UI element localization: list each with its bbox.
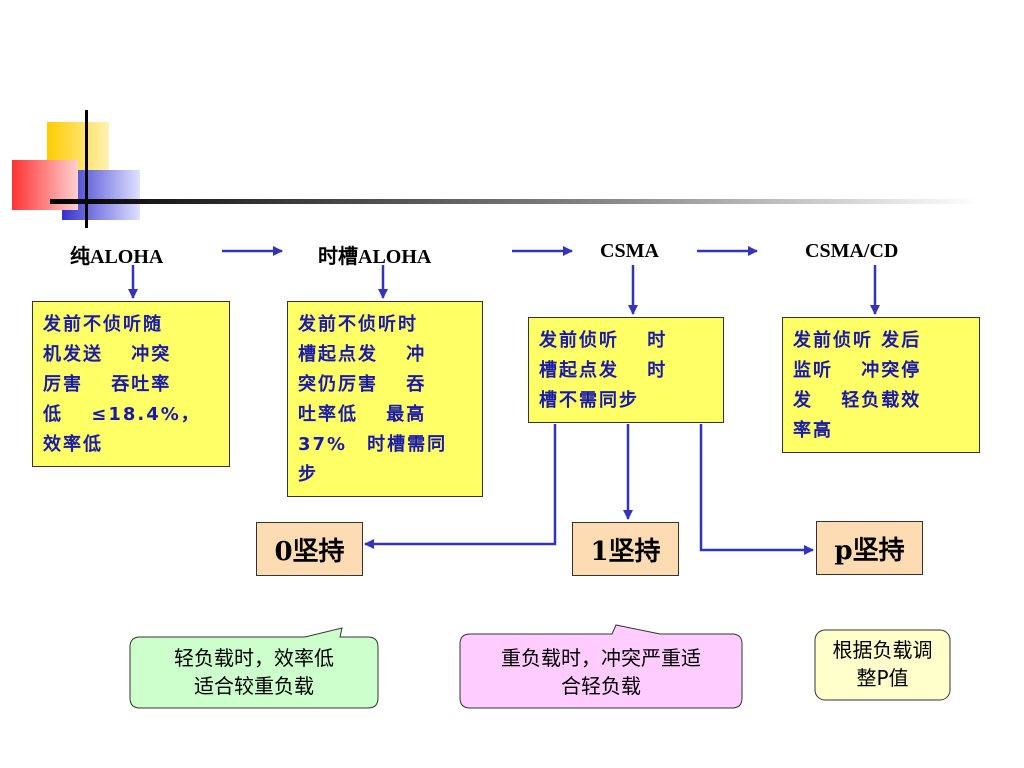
description-line: 低 ≤18.4%， [43,404,201,425]
title-decoration [0,0,1024,240]
note-line: 适合较重负载 [194,674,314,698]
description-line: 突仍厉害 吞 [298,374,427,395]
description-line: 发前侦听 发后 [793,330,922,351]
description-line: 厉害 吞吐率 [43,374,172,395]
header-csma-cd: CSMA/CD [805,240,899,262]
arrow-csma-to-zero [364,424,557,549]
strategy-box-p-persistent: p坚持 [816,521,923,575]
arrow-csma-to-p [699,424,814,555]
note-zero-persistent: 轻负载时，效率低 适合较重负载 [130,644,378,700]
deco-horizontal-line [50,199,980,204]
description-box-csma: 发前侦听 时 槽起点发 时 槽不需同步 [528,317,724,423]
callout-shape-p [814,629,951,701]
description-box-slotted-aloha: 发前不侦听时 槽起点发 冲 突仍厉害 吞 吐率低 最高 37% 时槽需同 步 [287,301,483,497]
description-line: 率高 [793,420,833,441]
note-p-persistent: 根据负载调 整P值 [815,636,950,692]
note-line: 合轻负载 [561,674,641,698]
strategy-box-1-persistent: 1坚持 [572,522,679,576]
description-line: 效率低 [43,434,103,455]
decoration-svg [12,110,980,228]
callout-shape-one [459,624,743,709]
description-line: 发前不侦听时 [298,314,418,335]
description-line: 37% 时槽需同 [298,434,448,455]
note-line: 整P值 [856,666,909,690]
description-box-csma-cd: 发前侦听 发后 监听 冲突停 发 轻负载效 率高 [782,317,980,453]
header-pure-aloha: 纯ALOHA [70,246,164,268]
note-one-persistent: 重负载时，冲突严重适 合轻负载 [460,644,742,700]
description-box-pure-aloha: 发前不侦听随 机发送 冲突 厉害 吞吐率 低 ≤18.4%， 效率低 [32,301,230,467]
header-slotted-aloha: 时槽ALOHA [318,246,432,268]
header-csma: CSMA [600,240,659,262]
description-line: 吐率低 最高 [298,404,427,425]
description-line: 发 轻负载效 [793,390,922,411]
description-line: 发前不侦听随 [43,314,163,335]
strategy-box-0-persistent: 0坚持 [256,522,363,576]
description-line: 槽起点发 冲 [298,344,427,365]
description-line: 步 [298,464,318,485]
description-line: 槽起点发 时 [539,360,668,381]
description-line: 监听 冲突停 [793,360,922,381]
description-line: 发前侦听 时 [539,330,668,351]
callout-shape-zero [129,627,379,709]
note-line: 轻负载时，效率低 [174,646,334,670]
note-line: 根据负载调 [832,638,933,662]
description-line: 槽不需同步 [539,390,639,411]
deco-vertical-line [85,110,88,228]
description-line: 机发送 冲突 [43,344,172,365]
note-line: 重负载时，冲突严重适 [501,646,701,670]
